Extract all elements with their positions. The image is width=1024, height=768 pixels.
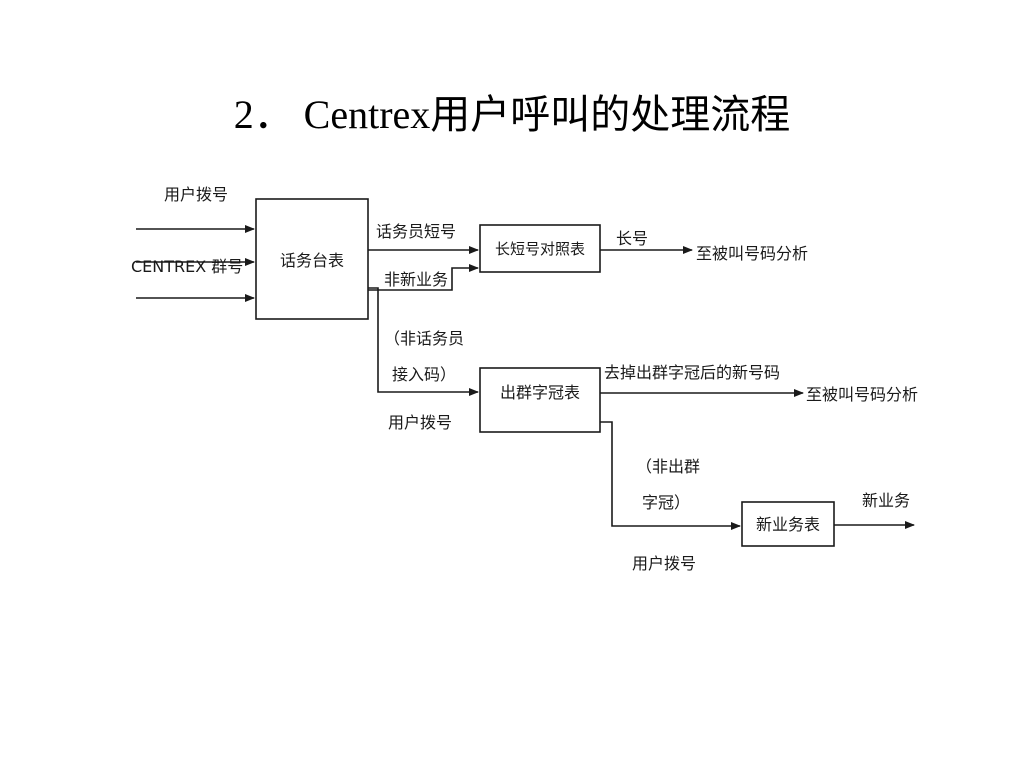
arrow-attendant-to-prefix (368, 287, 479, 396)
label-user-dial-3: 用户拨号 (632, 554, 696, 573)
arrow-non-new-service (368, 264, 479, 291)
label-to-called-1: 至被叫号码分析 (696, 244, 808, 263)
label-non-attendant-2: 接入码） (392, 365, 456, 384)
label-non-new-service: 非新业务 (384, 270, 448, 289)
attendant-table-box (255, 198, 369, 320)
label-new-service: 新业务 (862, 491, 910, 510)
attendant-table-label: 话务台表 (280, 251, 344, 270)
label-long-number: 长号 (616, 229, 648, 248)
group-prefix-table-box (479, 367, 601, 433)
group-prefix-table-label: 出群字冠表 (500, 383, 580, 402)
long-short-table-box (479, 224, 601, 273)
new-service-table-box (741, 501, 835, 547)
label-user-dial-2: 用户拨号 (388, 413, 452, 432)
label-centrex-group: CENTREX 群号 (131, 257, 243, 276)
label-non-attendant-1: （非话务员 (384, 329, 464, 348)
label-non-prefix-1: （非出群 (636, 457, 700, 476)
label-to-called-2: 至被叫号码分析 (806, 385, 918, 404)
label-strip-prefix: 去掉出群字冠后的新号码 (604, 363, 780, 382)
label-non-prefix-2: 字冠） (642, 493, 690, 512)
label-attendant-short: 话务员短号 (376, 222, 456, 241)
arrow-prefix-to-new-service (600, 421, 741, 530)
long-short-table-label: 长短号对照表 (495, 240, 585, 258)
new-service-table-label: 新业务表 (756, 515, 820, 534)
label-user-dial-in: 用户拨号 (164, 185, 228, 204)
slide-title: 2． Centrex用户呼叫的处理流程 (233, 92, 791, 137)
